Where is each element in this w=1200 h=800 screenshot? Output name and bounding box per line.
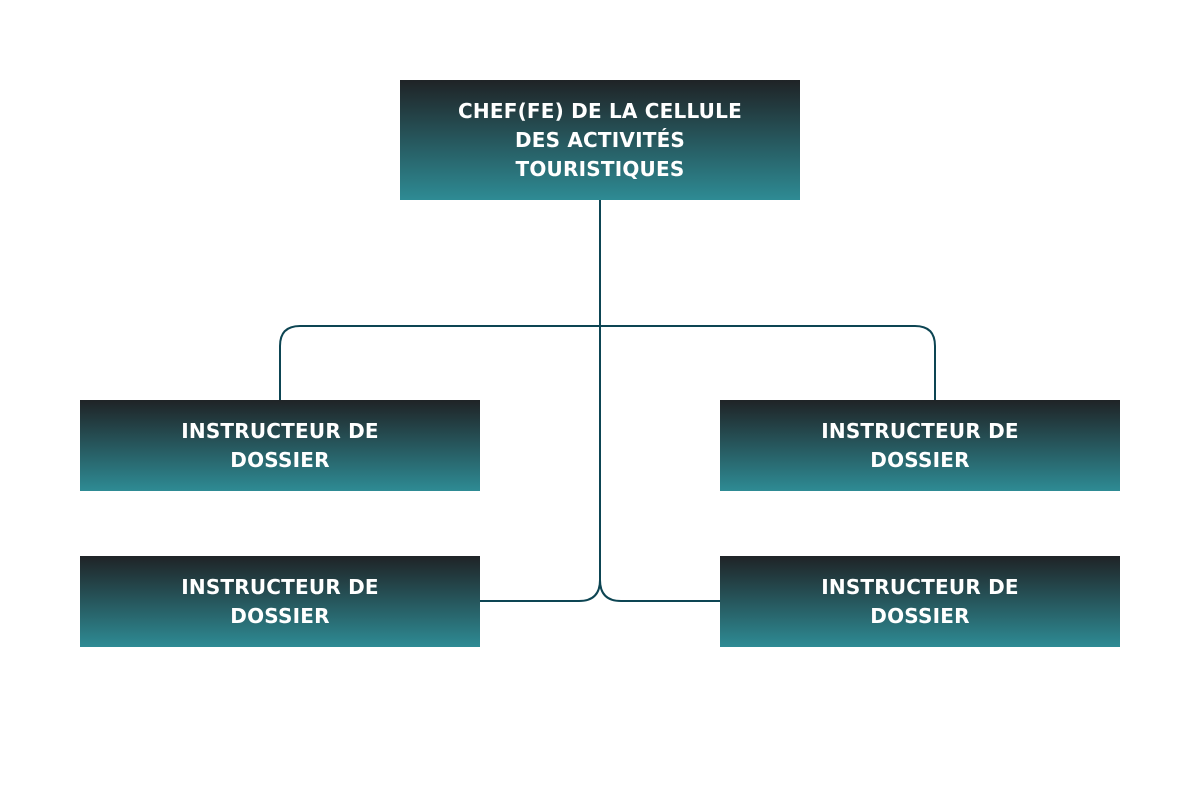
org-node-label: CHEF(FE) DE LA CELLULE DES ACTIVITÉS TOU… bbox=[458, 98, 742, 181]
org-node-label: INSTRUCTEUR DE DOSSIER bbox=[181, 574, 379, 628]
org-node-label: INSTRUCTEUR DE DOSSIER bbox=[821, 418, 1019, 472]
org-node-instructeur-top-right: INSTRUCTEUR DE DOSSIER bbox=[720, 400, 1120, 491]
connector-top-branch bbox=[279, 325, 936, 400]
org-node-instructeur-bottom-right: INSTRUCTEUR DE DOSSIER bbox=[720, 556, 1120, 647]
org-node-label: INSTRUCTEUR DE DOSSIER bbox=[181, 418, 379, 472]
org-node-chef-cellule: CHEF(FE) DE LA CELLULE DES ACTIVITÉS TOU… bbox=[400, 80, 800, 200]
connector-bottom-left bbox=[480, 579, 601, 602]
connector-bottom-right bbox=[599, 579, 720, 602]
org-node-instructeur-top-left: INSTRUCTEUR DE DOSSIER bbox=[80, 400, 480, 491]
org-node-label: INSTRUCTEUR DE DOSSIER bbox=[821, 574, 1019, 628]
org-node-instructeur-bottom-left: INSTRUCTEUR DE DOSSIER bbox=[80, 556, 480, 647]
